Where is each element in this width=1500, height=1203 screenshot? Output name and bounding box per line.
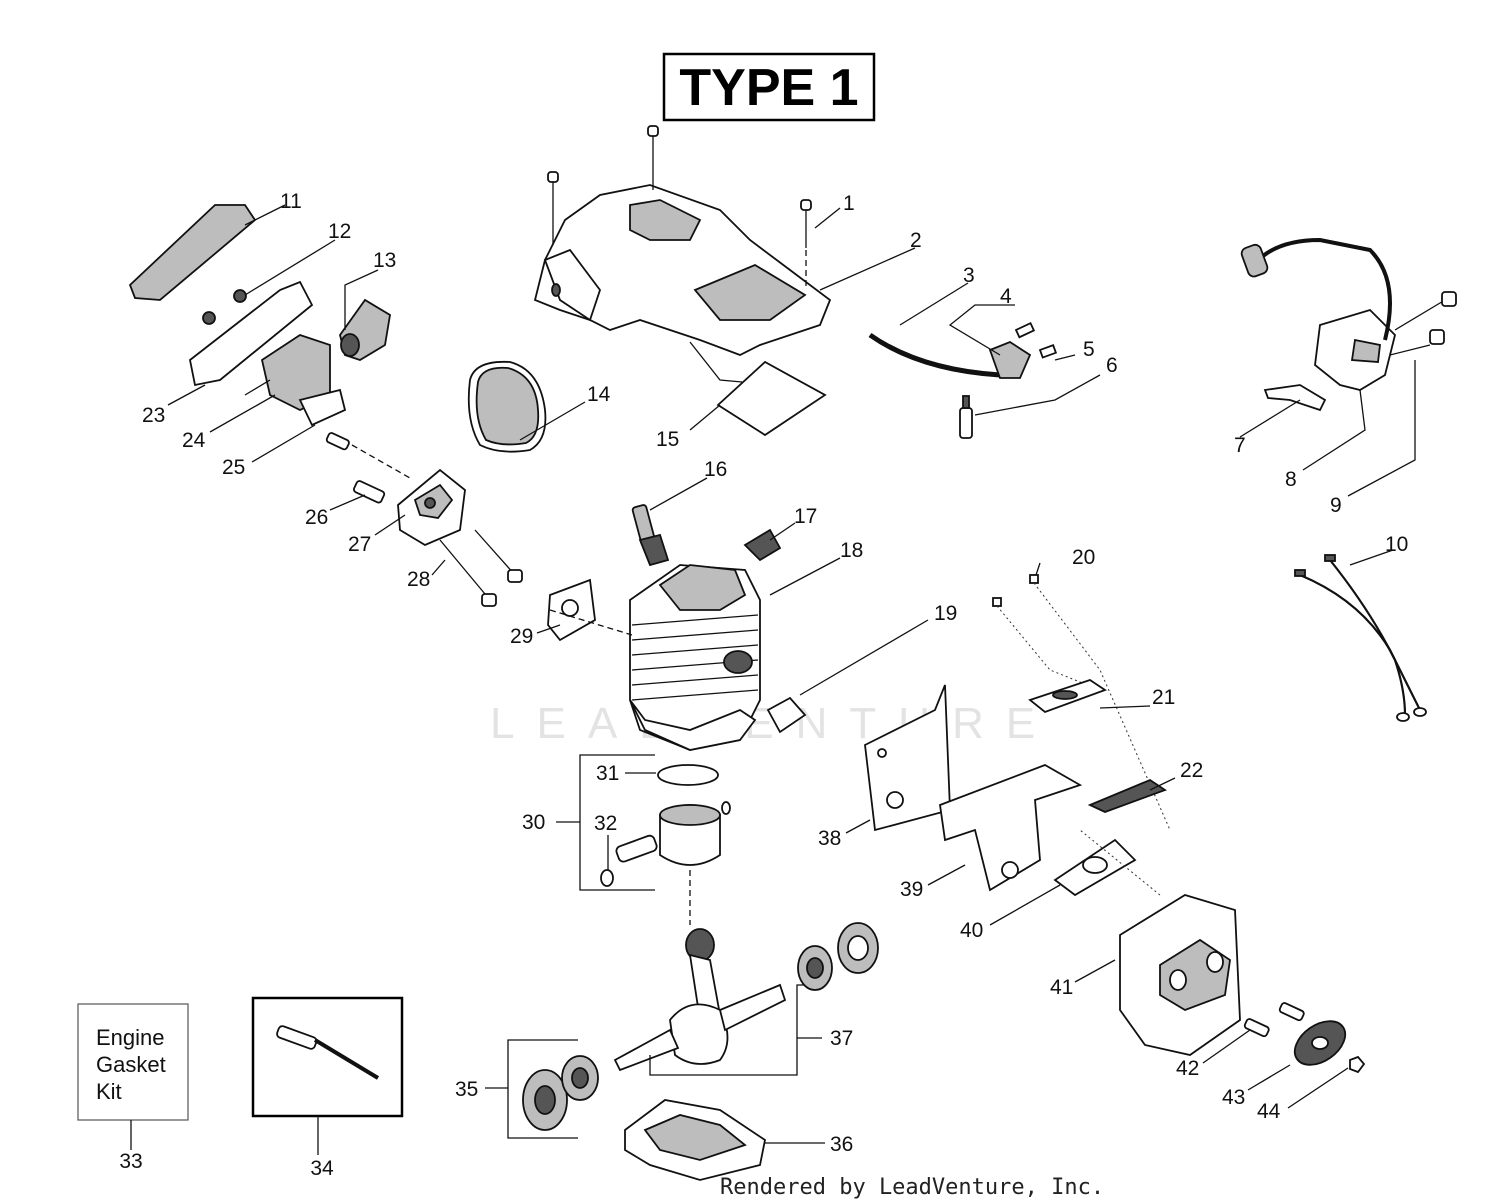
callout-34: 34 [310, 1157, 334, 1180]
callout-19: 19 [934, 602, 957, 625]
callout-31: 31 [596, 762, 619, 785]
crankcase-part [624, 1099, 825, 1181]
callout-22: 22 [1180, 759, 1203, 782]
callout-2: 2 [910, 229, 922, 252]
fuel-line-part [868, 322, 1058, 439]
callout-15: 15 [656, 428, 679, 451]
callout-33: 33 [119, 1150, 142, 1173]
cylinder-part [549, 564, 761, 751]
wire-harness-part [1294, 554, 1427, 722]
callout-40: 40 [960, 919, 983, 942]
type-title: TYPE 1 [679, 59, 858, 117]
crankshaft-part [613, 922, 879, 1076]
callout-8: 8 [1285, 468, 1297, 491]
callout-25: 25 [222, 456, 245, 479]
callout-20: 20 [1072, 546, 1095, 569]
cylinder-cover-part [533, 184, 832, 356]
callout-13: 13 [373, 249, 396, 272]
callout-32: 32 [594, 812, 617, 835]
cover-bolts-part [547, 125, 812, 290]
decompression-part [766, 696, 807, 734]
tool-kit-box: 34 [251, 996, 404, 1180]
callout-35: 35 [455, 1078, 478, 1101]
callout-10: 10 [1385, 533, 1408, 556]
callout-7: 7 [1234, 434, 1246, 457]
muffler-fasteners-part [1243, 1002, 1366, 1074]
intake-boot-part [467, 360, 547, 453]
callout-27: 27 [348, 533, 371, 556]
callout-38: 38 [818, 827, 841, 850]
muffler-plate-part [992, 574, 1171, 831]
callout-14: 14 [587, 383, 611, 406]
callout-12: 12 [328, 220, 351, 243]
callout-36: 36 [830, 1133, 853, 1156]
air-filter-part [128, 204, 257, 301]
callout-30: 30 [522, 811, 545, 834]
crank-bearings-part [485, 1039, 599, 1139]
callout-41: 41 [1050, 976, 1073, 999]
callout-6: 6 [1106, 354, 1118, 377]
callout-42: 42 [1176, 1057, 1199, 1080]
callout-16: 16 [704, 458, 727, 481]
leader-lines [167, 204, 1416, 1109]
carburetor-assembly-part [189, 280, 391, 427]
callout-4: 4 [1000, 285, 1012, 308]
callout-3: 3 [963, 264, 975, 287]
gasket-kit-line2: Gasket [96, 1052, 166, 1077]
muffler-part [1079, 829, 1241, 1056]
callout-numbers: 1 2 3 4 5 6 7 8 9 10 11 12 13 14 15 16 1… [142, 190, 1408, 1156]
callout-17: 17 [794, 505, 817, 528]
piston-group-part [579, 754, 731, 925]
gasket-kit-line1: Engine [96, 1025, 165, 1050]
gasket-kit-line3: Kit [96, 1079, 122, 1104]
muffler-shield-part [864, 684, 1137, 897]
gasket-kit-box: Engine Gasket Kit 33 [77, 1003, 189, 1173]
callout-5: 5 [1083, 338, 1095, 361]
callout-9: 9 [1330, 494, 1342, 517]
callout-39: 39 [900, 878, 923, 901]
footer-credit: Rendered by LeadVenture, Inc. [720, 1175, 1104, 1200]
callout-28: 28 [407, 568, 430, 591]
callout-23: 23 [142, 404, 165, 427]
callout-43: 43 [1222, 1086, 1245, 1109]
callout-29: 29 [510, 625, 533, 648]
callout-37: 37 [830, 1027, 853, 1050]
spark-plug-part [631, 504, 782, 567]
ignition-module-part [1240, 237, 1457, 412]
callout-11: 11 [280, 190, 302, 213]
callout-24: 24 [182, 429, 206, 452]
callout-1: 1 [843, 192, 855, 215]
intake-manifold-part [325, 432, 596, 642]
callout-18: 18 [840, 539, 863, 562]
filter-pad-part [689, 341, 827, 437]
callout-21: 21 [1152, 686, 1175, 709]
type-title-box: TYPE 1 [662, 52, 876, 122]
callout-26: 26 [305, 506, 328, 529]
callout-44: 44 [1257, 1100, 1281, 1123]
